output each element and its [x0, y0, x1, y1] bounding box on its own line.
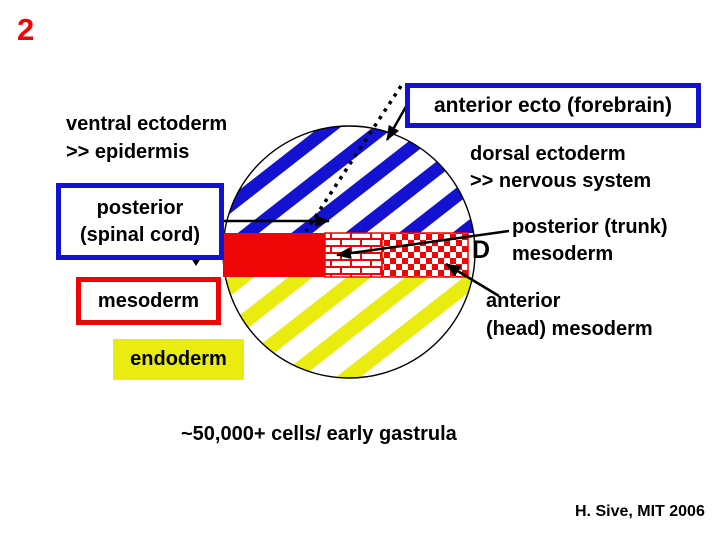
anterior-head-arrow [445, 262, 500, 298]
credit-line: H. Sive, MIT 2006 [575, 503, 705, 520]
ectoderm-region-stripes [223, 126, 475, 233]
posterior-spinal-cord-box: posterior (spinal cord) [56, 183, 224, 260]
posterior-box-line2: (spinal cord) [79, 223, 200, 246]
anterior-head-mesoderm-label: anterior (head) mesoderm [486, 287, 653, 343]
mesoderm-box: mesoderm [76, 277, 221, 325]
mesoderm-posterior-trunk-region [324, 232, 383, 278]
posterior-trunk-line1: posterior (trunk) [512, 216, 668, 238]
forebrain-dotted-pointer-line [304, 85, 403, 232]
dorsal-ectoderm-label: dorsal ectoderm >> nervous system [470, 141, 651, 195]
ventral-ectoderm-line1: ventral ectoderm [66, 113, 228, 135]
endoderm-label: endoderm [113, 339, 244, 380]
dorsal-ectoderm-line1: dorsal ectoderm [470, 143, 626, 165]
slide-number: 2 [17, 12, 35, 47]
mesoderm-posterior-spinal-region [223, 233, 325, 277]
endoderm-region-stripes [223, 277, 475, 378]
anterior-ecto-forebrain-box: anterior ecto (forebrain) [405, 83, 701, 128]
ventral-ectoderm-line2: >> epidermis [66, 141, 190, 163]
posterior-trunk-line2: mesoderm [512, 243, 614, 265]
posterior-trunk-arrow [336, 229, 510, 260]
anterior-head-line2: (head) mesoderm [486, 318, 653, 340]
anterior-head-line1: anterior [486, 290, 561, 312]
anterior-ecto-forebrain-label: anterior ecto (forebrain) [433, 93, 673, 117]
cell-count-caption: ~50,000+ cells/ early gastrula [181, 423, 457, 445]
posterior-box-line1: posterior [96, 196, 184, 219]
mesoderm-box-label: mesoderm [97, 289, 200, 312]
posterior-trunk-mesoderm-label: posterior (trunk) mesoderm [512, 214, 668, 268]
ventral-ectoderm-label: ventral ectoderm >> epidermis [66, 110, 227, 166]
dorsal-marker: D [472, 236, 491, 264]
dorsal-ectoderm-line2: >> nervous system [470, 170, 652, 192]
endoderm-label-text: endoderm [130, 348, 227, 370]
